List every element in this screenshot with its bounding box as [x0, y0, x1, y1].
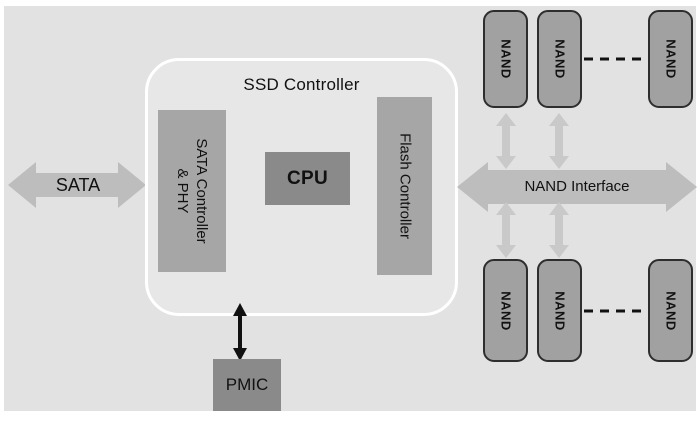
pmic-block: PMIC: [213, 359, 281, 411]
sata-controller-phy-label-line1: SATA Controller: [193, 138, 210, 244]
nand-channel-arrow-icon: [496, 113, 516, 169]
sata-controller-phy-block: SATA Controller & PHY: [158, 110, 226, 272]
nand-channel-arrow-icon: [549, 202, 569, 258]
nand-chip-label: NAND: [498, 290, 513, 331]
nand-chip-label: NAND: [663, 290, 678, 331]
flash-controller-block: Flash Controller: [377, 97, 432, 275]
pmic-arrow-shape: [233, 303, 247, 361]
nand-chip-label: NAND: [552, 39, 567, 79]
ssd-controller-title: SSD Controller: [243, 75, 360, 94]
nand-chip-label: NAND: [552, 290, 567, 331]
sata-bus-arrow-icon: [8, 162, 146, 208]
nand-chip: NAND: [483, 259, 528, 362]
sata-bus-arrow-shape: [8, 162, 146, 208]
pmic-arrow-icon: [233, 303, 247, 361]
nand-channel-arrow-shape: [549, 113, 569, 169]
cpu-block: CPU: [265, 152, 350, 205]
flash-controller-label: Flash Controller: [396, 133, 413, 239]
sata-controller-phy-label-line2: & PHY: [174, 168, 191, 214]
nand-chip: NAND: [648, 259, 693, 362]
nand-channel-arrow-shape: [496, 202, 516, 258]
ssd-controller-box: SSD Controller SATA Controller & PHY CPU…: [145, 58, 458, 316]
dashed-connector-icon: [584, 309, 648, 313]
nand-chip: NAND: [648, 10, 693, 108]
nand-interface-label: NAND Interface: [524, 178, 630, 195]
pmic-label: PMIC: [225, 375, 269, 394]
nand-chip: NAND: [537, 259, 582, 362]
nand-interface-arrow-icon: [457, 162, 697, 212]
dashed-connector-icon: [584, 57, 648, 61]
nand-chip: NAND: [483, 10, 528, 108]
nand-channel-arrow-shape: [549, 202, 569, 258]
sata-controller-phy-label: SATA Controller & PHY: [173, 138, 211, 243]
nand-interface-arrow-shape: [457, 162, 697, 212]
nand-channel-arrow-icon: [496, 202, 516, 258]
nand-chip-label: NAND: [663, 39, 678, 79]
nand-chip: NAND: [537, 10, 582, 108]
cpu-label: CPU: [286, 167, 328, 189]
nand-channel-arrow-shape: [496, 113, 516, 169]
nand-chip-label: NAND: [498, 39, 513, 79]
sata-bus-label: SATA: [55, 175, 101, 195]
nand-channel-arrow-icon: [549, 113, 569, 169]
